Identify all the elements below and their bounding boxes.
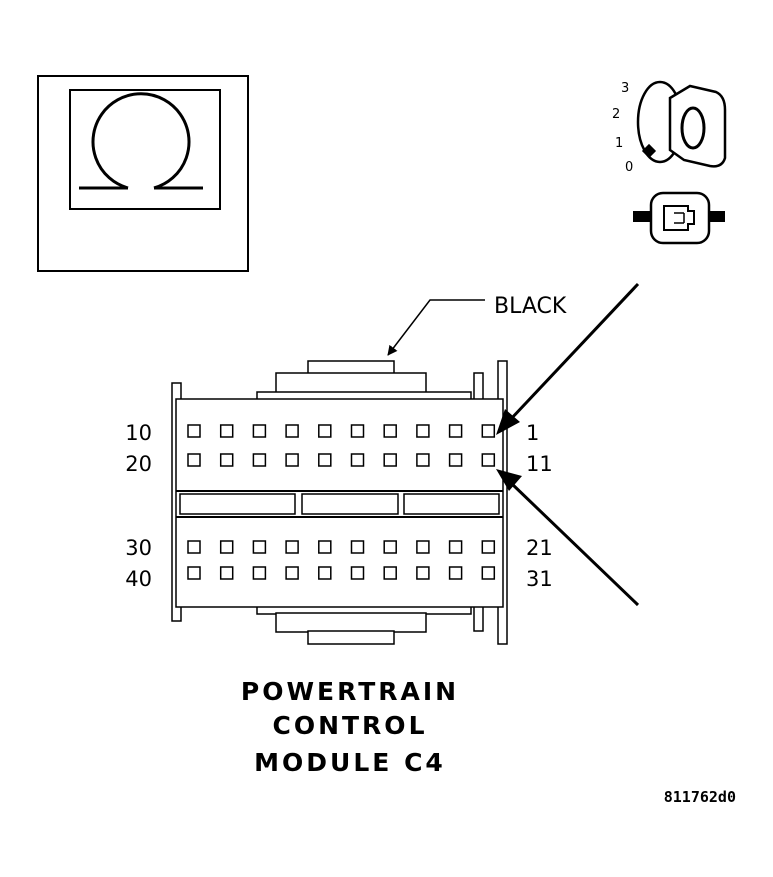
title-line-2: CONTROL xyxy=(272,711,427,740)
ignition-position-3: 3 xyxy=(621,81,629,96)
pin-cavity-3 xyxy=(416,424,430,438)
callout-leader-line xyxy=(387,299,485,356)
probe-arrow-pin-1 xyxy=(508,282,640,422)
pin-cavity-6 xyxy=(318,424,332,438)
black-callout: BLACK xyxy=(387,294,567,356)
figure-id: 811762d0 xyxy=(664,788,736,806)
pin-cavity-14 xyxy=(383,453,397,467)
pin-cavity-13 xyxy=(416,453,430,467)
pin-cavity-39 xyxy=(219,566,234,580)
pin-cavity-35 xyxy=(350,566,365,580)
ignition-switch: 3 2 1 0 xyxy=(612,80,727,245)
pin-cavities xyxy=(187,424,496,580)
pin-cavity-30 xyxy=(187,540,201,554)
pin-cavity-40 xyxy=(187,566,201,580)
pin-cavity-28 xyxy=(252,540,267,554)
pin-cavity-5 xyxy=(350,424,365,438)
pin-cavity-21 xyxy=(481,540,496,554)
test-probe-arrows xyxy=(496,282,640,607)
connector-title: POWERTRAIN CONTROL MODULE C4 xyxy=(241,677,459,777)
label-pin-31: 31 xyxy=(526,567,553,591)
pin-cavity-25 xyxy=(350,540,365,554)
pin-cavity-20 xyxy=(187,453,201,467)
pin-cavity-12 xyxy=(448,453,463,467)
ohmmeter-symbol xyxy=(37,75,249,272)
pin-cavity-36 xyxy=(318,566,332,580)
pin-cavity-27 xyxy=(285,540,299,554)
pin-cavity-19 xyxy=(219,453,234,467)
pin-number-labels: 10 20 30 40 1 11 21 31 xyxy=(125,421,552,591)
pin-cavity-23 xyxy=(416,540,430,554)
pin-cavity-24 xyxy=(383,540,397,554)
pin-cavity-1 xyxy=(481,424,496,438)
probe-arrow-pin-11 xyxy=(509,481,640,607)
ignition-key-icon xyxy=(636,80,727,168)
title-line-1: POWERTRAIN xyxy=(241,677,459,706)
title-line-3: MODULE C4 xyxy=(254,748,446,777)
ignition-position-1: 1 xyxy=(615,136,623,151)
pin-cavity-22 xyxy=(448,540,463,554)
pin-cavity-26 xyxy=(318,540,332,554)
pin-cavity-7 xyxy=(285,424,299,438)
pin-cavity-34 xyxy=(383,566,397,580)
pin-cavity-17 xyxy=(285,453,299,467)
pin-cavity-4 xyxy=(383,424,397,438)
label-pin-1: 1 xyxy=(526,421,539,445)
ignition-position-0: 0 xyxy=(625,160,633,175)
ignition-position-2: 2 xyxy=(612,107,620,122)
pin-cavity-32 xyxy=(448,566,463,580)
label-pin-20: 20 xyxy=(125,452,152,476)
pin-cavity-15 xyxy=(350,453,365,467)
pin-cavity-16 xyxy=(318,453,332,467)
pin-cavity-10 xyxy=(187,424,201,438)
pin-cavity-38 xyxy=(252,566,267,580)
label-pin-40: 40 xyxy=(125,567,152,591)
pin-cavity-9 xyxy=(219,424,234,438)
pin-cavity-31 xyxy=(481,566,496,580)
connector-color-label: BLACK xyxy=(494,294,567,319)
pin-cavity-37 xyxy=(285,566,299,580)
label-pin-11: 11 xyxy=(526,452,553,476)
pin-cavity-11 xyxy=(481,453,496,467)
pin-cavity-2 xyxy=(448,424,463,438)
pin-cavity-8 xyxy=(252,424,267,438)
label-pin-30: 30 xyxy=(125,536,152,560)
pin-cavity-18 xyxy=(252,453,267,467)
pin-cavity-33 xyxy=(416,566,430,580)
pin-cavity-29 xyxy=(219,540,234,554)
label-pin-21: 21 xyxy=(526,536,553,560)
connector-c4 xyxy=(171,360,508,645)
ohm-icon xyxy=(79,92,203,190)
key-fob-icon xyxy=(633,191,725,245)
label-pin-10: 10 xyxy=(125,421,152,445)
